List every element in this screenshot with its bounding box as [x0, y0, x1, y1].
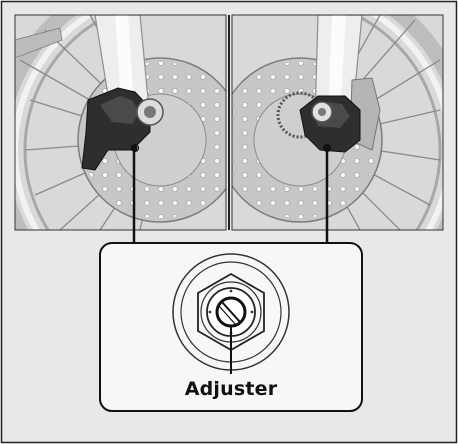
left-leader-dot: [131, 145, 138, 152]
adjuster-label: Adjuster: [100, 378, 362, 400]
right-leader-dot: [324, 145, 331, 152]
